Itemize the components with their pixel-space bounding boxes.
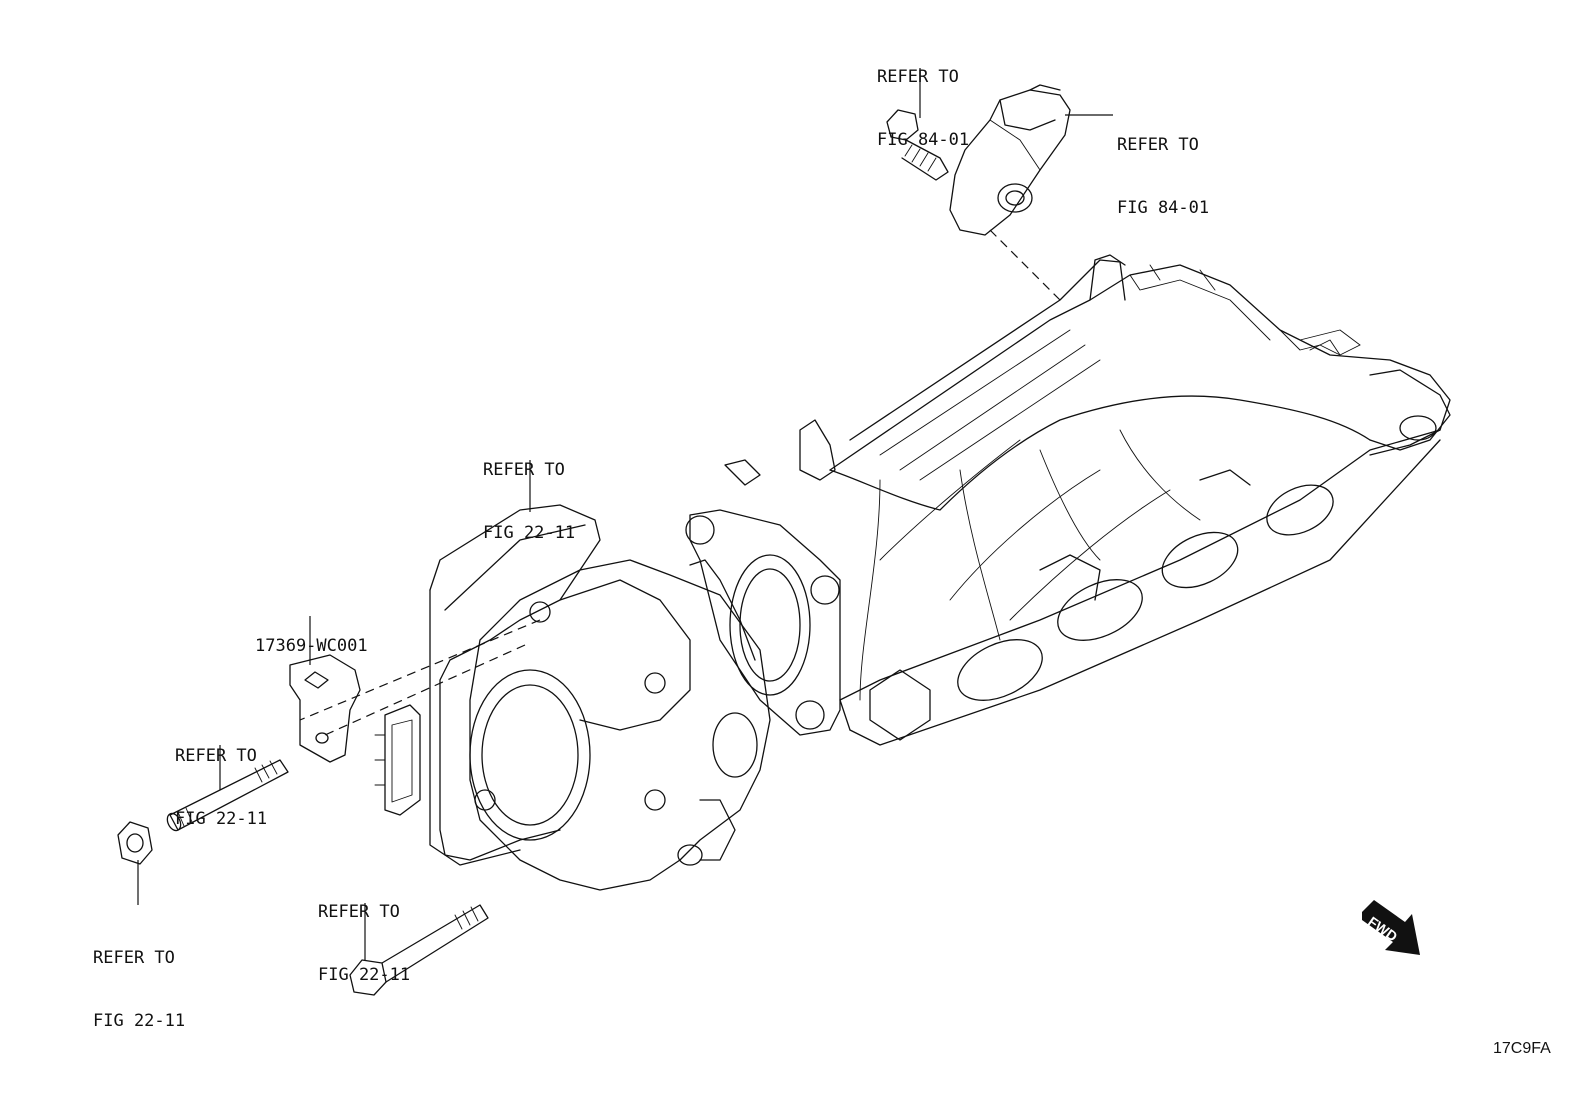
callout-line: FIG 84-01	[877, 130, 970, 150]
throttle-body-icon	[374, 504, 771, 891]
callout-sensor-bolt: REFER TO FIG 84-01	[877, 25, 969, 172]
callout-line: REFER TO	[1117, 135, 1199, 155]
callout-line: REFER TO	[483, 460, 565, 480]
callout-line: FIG 22-11	[318, 965, 411, 985]
callout-nut: REFER TO FIG 22-11	[93, 906, 185, 1053]
callout-throttle-body: REFER TO FIG 22-11	[483, 418, 575, 565]
callout-bracket-part-number: 17369-WC001	[255, 594, 368, 678]
callout-line: REFER TO	[175, 746, 257, 766]
leader-lines	[137, 68, 1113, 960]
bolt-icon	[886, 109, 949, 181]
fwd-arrow-icon: FWD	[1362, 900, 1420, 955]
callout-line: REFER TO	[93, 948, 175, 968]
callout-line: FIG 84-01	[1117, 198, 1210, 218]
callout-line: REFER TO	[877, 67, 959, 87]
callout-stud: REFER TO FIG 22-11	[175, 704, 267, 851]
callout-line: FIG 22-11	[483, 523, 576, 543]
nut-icon	[117, 821, 153, 865]
part-number-label: 17369-WC001	[255, 636, 368, 656]
figure-id: 17C9FA	[1493, 1040, 1551, 1057]
bracket-icon	[289, 654, 361, 763]
intake-manifold-icon	[685, 254, 1451, 746]
stud-icon	[166, 759, 289, 832]
callout-line: FIG 22-11	[175, 809, 268, 829]
callout-line: FIG 22-11	[93, 1011, 186, 1031]
bolt-icon	[349, 904, 489, 996]
callout-long-bolt: REFER TO FIG 22-11	[318, 860, 410, 1007]
sensor-icon	[949, 84, 1071, 236]
callout-sensor: REFER TO FIG 84-01	[1117, 93, 1209, 240]
callout-line: REFER TO	[318, 902, 400, 922]
